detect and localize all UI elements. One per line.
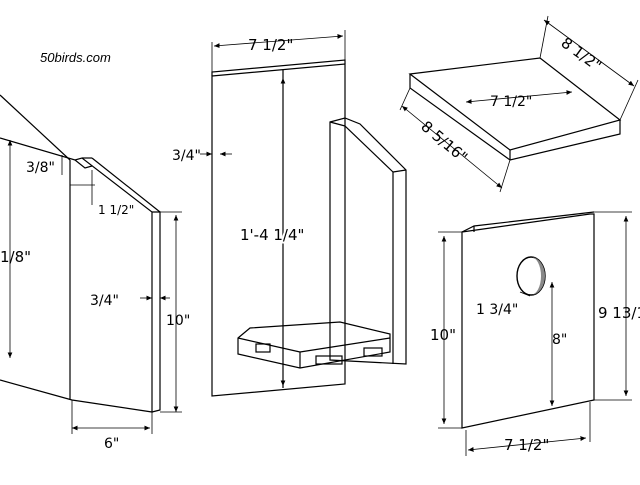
front-panel: [461, 211, 595, 429]
roof-dims: [399, 15, 639, 193]
entrance-hole: [516, 256, 546, 296]
back-panel-dims: [200, 30, 346, 386]
roof-width-label: 8 1/2": [558, 34, 605, 75]
back-width-label: 7 1/2": [248, 36, 293, 54]
front-width-label: 7 1/2": [504, 436, 549, 454]
roof-inner-label: 7 1/2": [490, 94, 532, 110]
front-hole-label: 1 3/4": [476, 302, 518, 318]
side-left-height-label: 1/8": [0, 248, 31, 266]
side-thickness-label: 3/4": [90, 293, 119, 309]
front-right-height-label: 9 13/1: [598, 304, 640, 322]
site-brand: 50birds.com: [40, 50, 111, 65]
side-top-label: 3/8": [26, 160, 55, 176]
front-left-height-label: 10": [430, 326, 456, 344]
back-height-label: 1'-4 1/4": [240, 226, 304, 244]
side-right-height-label: 10": [166, 313, 190, 329]
front-hole-height-label: 8": [552, 332, 567, 348]
side-panel-dims: [7, 140, 182, 434]
roof-depth-label: 8 5/16": [417, 117, 471, 166]
side-notch-label: 1 1/2": [98, 203, 134, 217]
side-width-label: 6": [104, 436, 119, 452]
back-thickness-label: 3/4": [172, 148, 201, 164]
front-panel-dims: [438, 211, 632, 456]
